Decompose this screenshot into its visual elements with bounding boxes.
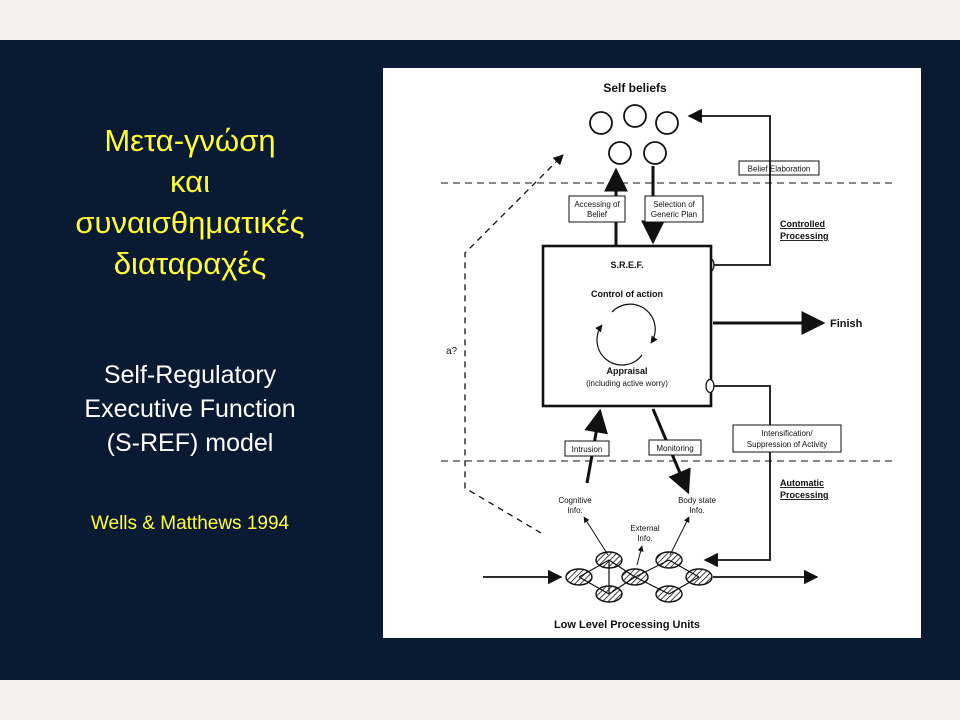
greek-title-line-4: διαταραχές xyxy=(113,246,267,281)
model-title: Self-Regulatory Executive Function (S-RE… xyxy=(30,358,350,460)
model-title-line-2: Executive Function xyxy=(84,395,296,423)
controlled-processing-label-1: Controlled xyxy=(780,219,825,229)
automatic-processing-label-1: Automatic xyxy=(780,478,824,488)
cognitive-info-arrow xyxy=(583,516,609,556)
a-question-dashed-arrow xyxy=(464,154,564,534)
belief-elaboration-arrow xyxy=(687,108,771,266)
greek-title: Μετα-γνώση και συναισθηματικές διαταραχέ… xyxy=(30,120,350,284)
processing-nodes xyxy=(565,551,713,603)
cycle-arrow-right xyxy=(611,303,658,344)
processing-node xyxy=(565,568,593,586)
selection-plan-box xyxy=(644,195,704,223)
automatic-processing-label-2: Processing xyxy=(780,490,829,500)
belief-circle xyxy=(643,141,667,165)
appraisal-label: Appraisal xyxy=(606,366,647,376)
belief-elaboration-box xyxy=(738,160,820,176)
belief-circle xyxy=(623,104,647,128)
external-info-label-2: Info. xyxy=(637,534,653,543)
control-of-action-label: Control of action xyxy=(591,289,663,299)
intensification-arrow xyxy=(703,385,771,568)
model-title-line-1: Self-Regulatory xyxy=(103,361,277,389)
processing-node xyxy=(655,585,683,603)
accessing-belief-label-1: Accessing of xyxy=(574,200,620,209)
model-title-line-3: (S-REF) model xyxy=(106,429,274,457)
processing-node xyxy=(595,551,623,569)
selection-plan-label-1: Selection of xyxy=(653,200,696,209)
a-question-label: a? xyxy=(446,346,458,357)
intensification-box xyxy=(732,424,842,453)
controlled-processing-label-2: Processing xyxy=(780,231,829,241)
selection-plan-label-2: Generic Plan xyxy=(651,210,697,219)
intensification-label-2: Suppression of Activity xyxy=(747,440,827,449)
belief-circle xyxy=(608,141,632,165)
processing-node xyxy=(655,551,683,569)
body-state-info-label-1: Body state xyxy=(678,496,716,505)
external-info-label-1: External xyxy=(630,524,660,533)
sref-port-bottom xyxy=(705,378,715,394)
citation: Wells & Matthews 1994 xyxy=(90,513,290,534)
sref-box xyxy=(541,244,713,408)
body-state-info-label-2: Info. xyxy=(689,506,705,515)
sref-diagram: Self beliefs Belief Elaboration Accessin… xyxy=(441,81,895,631)
body-state-info-arrow xyxy=(669,516,690,556)
belief-circle xyxy=(589,111,613,135)
appraisal-sub-label: (including active worry) xyxy=(586,379,668,388)
belief-circle xyxy=(655,111,679,135)
sref-diagram-panel: Self beliefs Belief Elaboration Accessin… xyxy=(383,68,921,638)
intrusion-label: Intrusion xyxy=(572,445,603,454)
processing-node xyxy=(621,568,649,586)
sref-label: S.R.E.F. xyxy=(610,260,643,270)
greek-title-line-1: Μετα-γνώση xyxy=(104,123,276,158)
intrusion-box xyxy=(564,440,610,457)
cycle-arrow-left xyxy=(595,324,643,366)
processing-node xyxy=(595,585,623,603)
accessing-belief-box xyxy=(568,195,626,223)
accessing-belief-label-2: Belief xyxy=(587,210,608,219)
intensification-label-1: Intensification/ xyxy=(761,429,813,438)
monitoring-box xyxy=(648,439,702,456)
cognitive-info-label-2: Info. xyxy=(567,506,583,515)
processing-node xyxy=(685,568,713,586)
finish-label: Finish xyxy=(830,318,863,330)
belief-elaboration-label: Belief Elaboration xyxy=(748,165,811,174)
greek-title-line-3: συναισθηματικές xyxy=(75,205,305,240)
self-beliefs-label: Self beliefs xyxy=(603,81,667,95)
greek-title-line-2: και xyxy=(170,164,210,199)
monitoring-label: Monitoring xyxy=(656,444,693,453)
external-info-arrow xyxy=(636,545,644,566)
low-level-units-label: Low Level Processing Units xyxy=(554,619,700,631)
cognitive-info-label-1: Cognitive xyxy=(558,496,592,505)
